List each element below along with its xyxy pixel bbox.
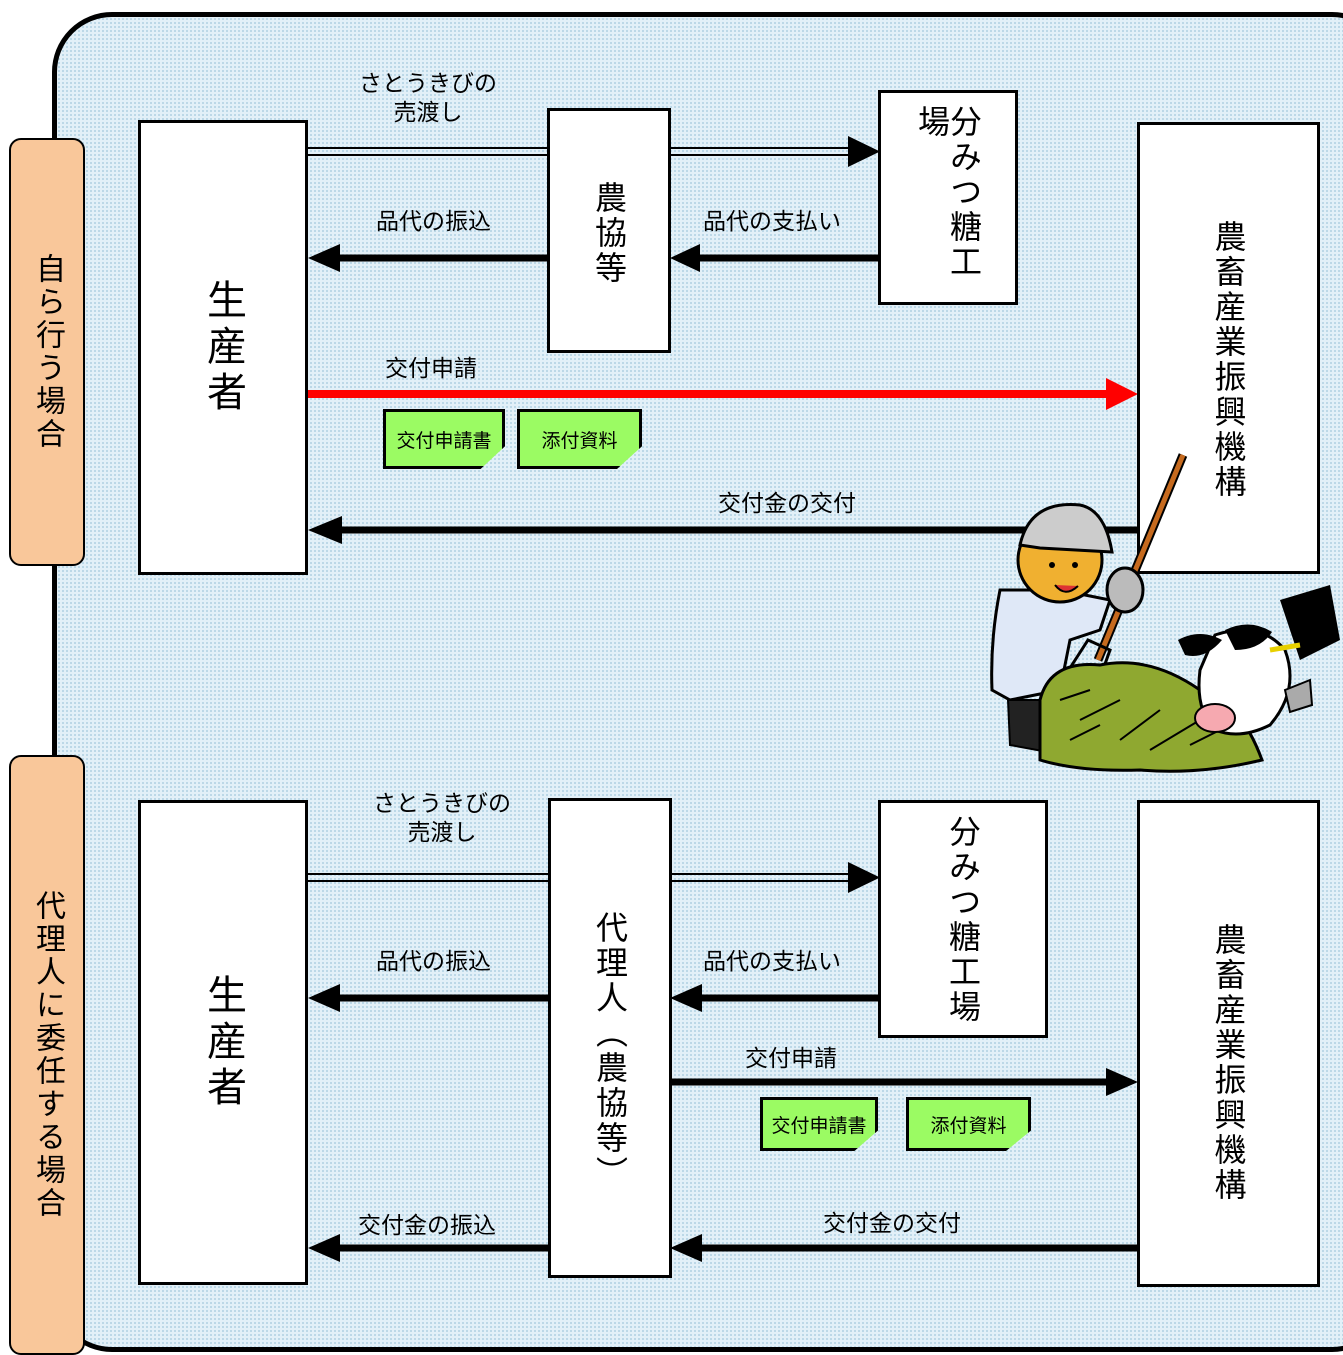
- label-payment-transfer-bottom: 品代の振込: [376, 949, 491, 975]
- arrow-grant-issue-top: [308, 516, 1138, 544]
- producer-box-top: 生産者: [138, 120, 308, 575]
- producer-box-bottom: 生産者: [138, 800, 308, 1285]
- factory-box-bottom: 分みつ糖工場: [878, 800, 1048, 1038]
- tab-self: 自ら行う場合: [9, 138, 85, 566]
- label-grant-transfer-bottom: 交付金の振込: [358, 1213, 496, 1239]
- agency-box-bottom: 農畜産業振興機構: [1137, 800, 1320, 1287]
- label-sugarcane-sale-bottom: さとうきびの 売渡し: [373, 791, 511, 846]
- arrow-application-bottom: [670, 1068, 1138, 1096]
- factory-box-top: 分みつ糖工場: [878, 90, 1018, 305]
- label-grant-issue-top: 交付金の交付: [718, 491, 856, 517]
- label-application-top: 交付申請: [385, 356, 477, 382]
- tab-delegate: 代理人に委任する場合: [9, 755, 85, 1355]
- doc-attachment-top: 添付資料: [517, 409, 642, 469]
- tab-delegate-label: 代理人に委任する場合: [30, 890, 65, 1220]
- label-grant-issue-bottom: 交付金の交付: [823, 1211, 961, 1237]
- doc-attachment-bottom: 添付資料: [906, 1097, 1031, 1151]
- arrow-payment-transfer-top: [308, 244, 548, 272]
- arrow-application-top: [308, 378, 1138, 410]
- label-payment-top: 品代の支払い: [703, 209, 841, 235]
- agent-box-bottom: 代理人（農協等）: [548, 798, 672, 1278]
- coop-box-top: 農協等: [547, 108, 671, 353]
- arrow-payment-bottom: [670, 984, 880, 1012]
- doc-application-bottom: 交付申請書: [760, 1097, 878, 1151]
- arrow-payment-top: [670, 244, 880, 272]
- label-sugarcane-sale-top: さとうきびの 売渡し: [359, 71, 497, 126]
- tab-self-label: 自ら行う場合: [30, 253, 65, 451]
- arrow-payment-transfer-bottom: [308, 984, 550, 1012]
- label-application-bottom: 交付申請: [745, 1046, 837, 1072]
- doc-application-top: 交付申請書: [383, 409, 505, 469]
- arrow-grant-transfer-bottom: [308, 1234, 550, 1262]
- arrow-grant-issue-bottom: [670, 1234, 1138, 1262]
- label-payment-transfer-top: 品代の振込: [376, 209, 491, 235]
- label-payment-bottom: 品代の支払い: [703, 949, 841, 975]
- agency-box-top: 農畜産業振興機構: [1137, 122, 1320, 574]
